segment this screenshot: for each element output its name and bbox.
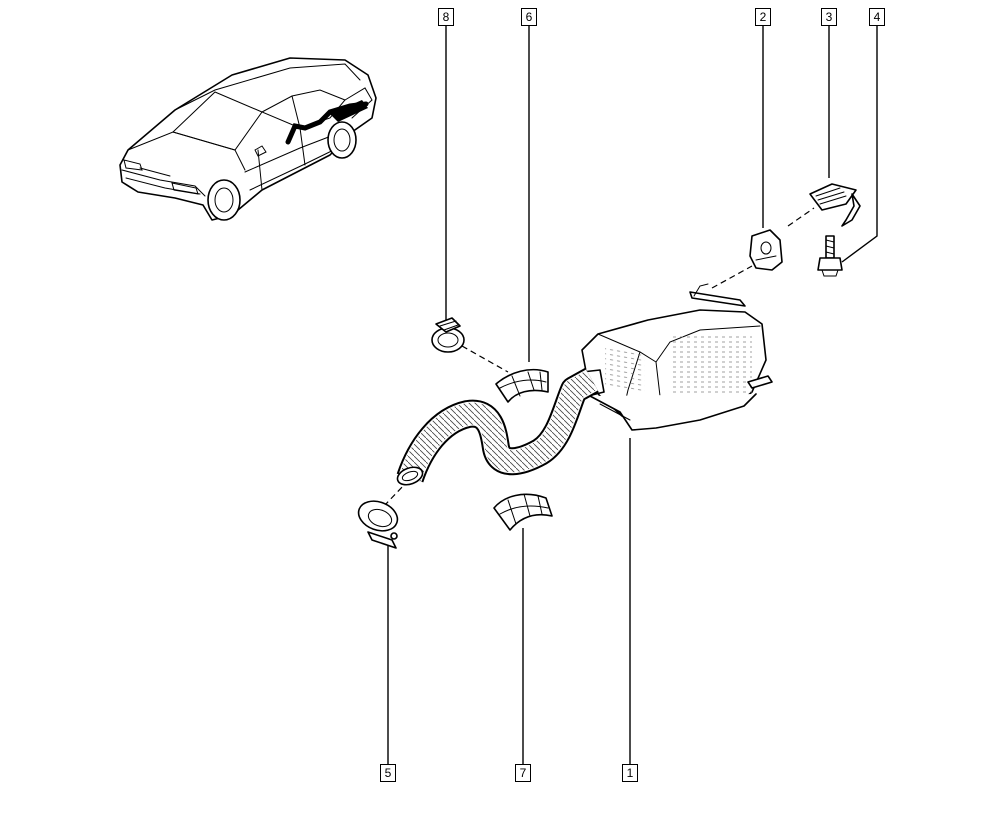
- callout-1[interactable]: 1: [622, 764, 638, 782]
- clamp-shell-part-6: [495, 368, 549, 403]
- callout-8[interactable]: 8: [438, 8, 454, 26]
- leader-lines: [387, 26, 878, 764]
- callout-5[interactable]: 5: [380, 764, 396, 782]
- clamp-shell-part-7: [493, 493, 553, 531]
- callout-6[interactable]: 6: [521, 8, 537, 26]
- assembly-dashed-lines: [383, 207, 815, 507]
- callout-2[interactable]: 2: [755, 8, 771, 26]
- hose-clamp-part-8: [431, 317, 465, 353]
- callout-7[interactable]: 7: [515, 764, 531, 782]
- car-illustration: [119, 57, 377, 221]
- muffler-part-1: [581, 283, 773, 431]
- bracket-part-3: [809, 183, 861, 227]
- callout-4[interactable]: 4: [869, 8, 885, 26]
- flange-part-5: [357, 500, 399, 549]
- rubber-mount-part-2: [749, 229, 783, 271]
- exhaust-pipe: [396, 367, 599, 486]
- bolt-part-4: [817, 235, 843, 277]
- callout-3[interactable]: 3: [821, 8, 837, 26]
